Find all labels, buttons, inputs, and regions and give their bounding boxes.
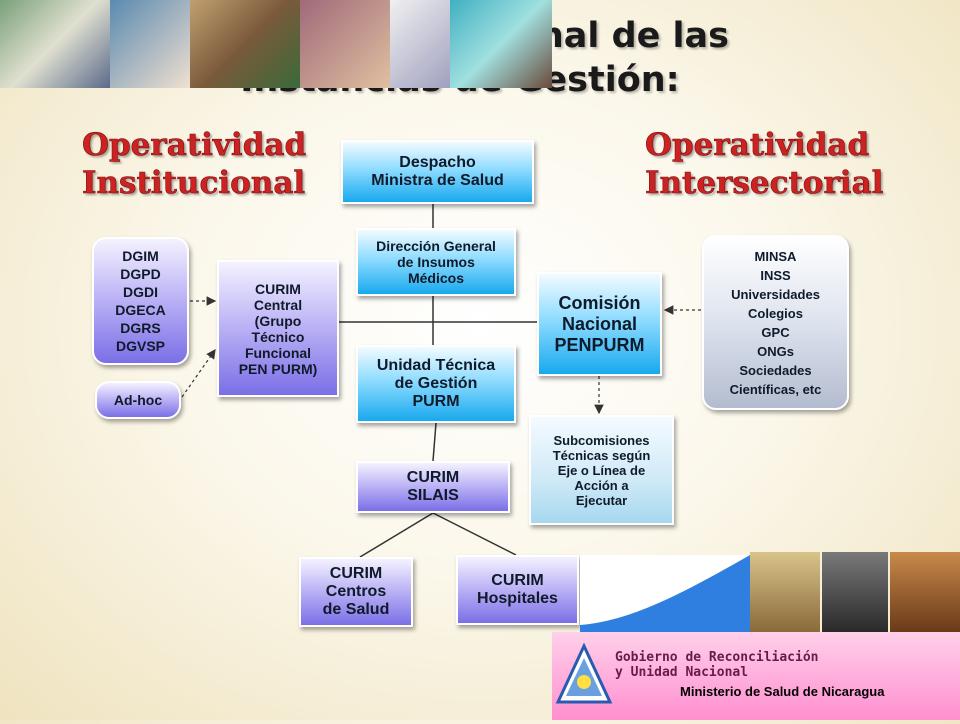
box-line: Central bbox=[253, 296, 303, 313]
box-line: Ad-hoc bbox=[113, 392, 163, 408]
line-unidad-silais bbox=[432, 422, 437, 462]
box-line: DGECA bbox=[115, 302, 166, 318]
box-line: Técnicas según bbox=[552, 447, 651, 463]
box-line: DGRS bbox=[120, 320, 161, 336]
box-line: Universidades bbox=[731, 286, 820, 302]
box-dgim-list: DGIM DGPD DGDI DGECA DGRS DGVSP bbox=[92, 237, 189, 365]
box-line: Eje o Línea de bbox=[557, 462, 646, 478]
box-line: Centros bbox=[325, 583, 387, 600]
photo-3 bbox=[190, 0, 300, 88]
gov-line-1: Gobierno de Reconciliación bbox=[615, 650, 819, 665]
line-silais-hospitales bbox=[432, 512, 517, 556]
box-line: Ejecutar bbox=[575, 492, 628, 508]
box-line: Despacho bbox=[399, 154, 476, 171]
photo-6 bbox=[450, 0, 552, 88]
box-line: de Insumos bbox=[397, 254, 475, 270]
box-line: CURIM bbox=[255, 280, 301, 297]
photo-2 bbox=[110, 0, 190, 88]
box-line: DGPD bbox=[120, 266, 161, 282]
box-line: Subcomisiones bbox=[553, 432, 650, 448]
photo-5 bbox=[390, 0, 450, 88]
box-line: DGDI bbox=[123, 284, 158, 300]
population-graph-image bbox=[580, 555, 750, 632]
box-line: Acción a bbox=[574, 477, 629, 493]
health-photos-strip bbox=[0, 0, 552, 88]
section-operatividad-institucional: Operatividad Institucional bbox=[82, 126, 307, 202]
box-line: CURIM bbox=[329, 565, 383, 582]
box-line: Nacional bbox=[561, 313, 638, 334]
box-line: DGVSP bbox=[115, 338, 165, 354]
box-line: Hospitales bbox=[477, 590, 558, 607]
section-left-line-1: Operatividad bbox=[82, 127, 307, 164]
box-line: GPC bbox=[761, 324, 790, 340]
photo-1 bbox=[0, 0, 110, 88]
box-line: ONGs bbox=[757, 343, 794, 359]
box-line: PURM bbox=[412, 393, 460, 410]
gov-line-2: y Unidad Nacional bbox=[615, 665, 749, 680]
photo-4 bbox=[300, 0, 390, 88]
box-line: SILAIS bbox=[407, 487, 459, 504]
portrait-photo-1 bbox=[750, 552, 820, 632]
box-line: Sociedades bbox=[739, 362, 812, 378]
section-left-line-2: Institucional bbox=[82, 165, 306, 202]
box-line: de Gestión bbox=[394, 375, 478, 392]
government-logo-panel bbox=[552, 632, 960, 720]
box-line: MINSA bbox=[754, 248, 797, 264]
graph-curve bbox=[580, 555, 750, 632]
box-line: CURIM bbox=[491, 572, 544, 589]
box-line: de Salud bbox=[322, 601, 390, 618]
line-silais-centros bbox=[359, 512, 434, 558]
box-line: (Grupo bbox=[254, 312, 302, 329]
portraits-image bbox=[750, 552, 960, 632]
box-line: Técnico bbox=[251, 328, 305, 345]
box-adhoc: Ad-hoc bbox=[95, 381, 181, 419]
box-line: PEN PURM) bbox=[238, 360, 318, 377]
box-line: INSS bbox=[760, 267, 791, 283]
section-right-line-2: Intersectorial bbox=[645, 165, 884, 202]
box-line: Ministra de Salud bbox=[371, 172, 504, 189]
box-line: DGIM bbox=[122, 248, 159, 264]
section-right-line-1: Operatividad bbox=[645, 127, 870, 164]
box-line: Médicos bbox=[407, 270, 464, 286]
portrait-photo-3 bbox=[890, 552, 960, 632]
section-operatividad-intersectorial: Operatividad Intersectorial bbox=[645, 126, 884, 202]
box-line: Unidad Técnica bbox=[376, 357, 496, 374]
box-line: CURIM bbox=[406, 469, 460, 486]
nicaragua-emblem-icon bbox=[555, 642, 613, 704]
box-line: Científicas, etc bbox=[729, 381, 822, 397]
box-line: Comisión bbox=[558, 292, 641, 313]
box-line: PENPURM bbox=[554, 334, 645, 355]
ministry-name: Ministerio de Salud de Nicaragua bbox=[680, 684, 885, 699]
box-line: Funcional bbox=[244, 344, 312, 361]
box-line: Dirección General bbox=[376, 238, 496, 254]
box-line: Colegios bbox=[748, 305, 803, 321]
portrait-photo-2 bbox=[822, 552, 888, 632]
